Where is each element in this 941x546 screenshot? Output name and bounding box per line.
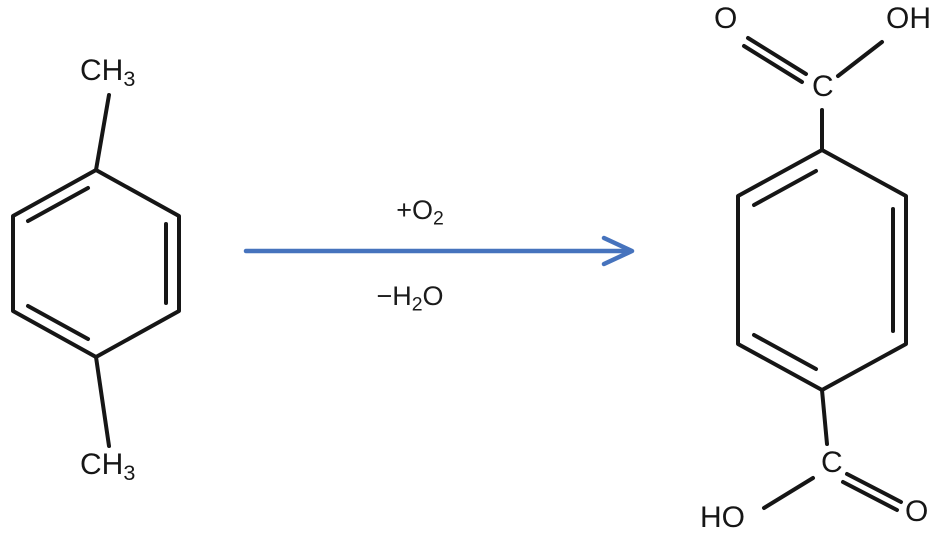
condition-oxidant-label: +O2: [396, 195, 444, 229]
product-terephthalic-acid-bonds: [736, 36, 908, 512]
byproduct-tail: O: [422, 281, 444, 311]
reactant-para-xylene-bonds: [11, 93, 181, 448]
oxidant-subscript: 2: [432, 207, 444, 230]
carbonyl-oxygen-label-bottom: O: [905, 497, 928, 527]
carbonyl-oxygen-label-top: O: [714, 4, 737, 34]
oxidant-base: +O: [396, 195, 433, 225]
bond-ring-to-methyl-bottom: [94, 355, 111, 448]
methyl-top-base: CH: [80, 54, 124, 87]
methyl-top-subscript: 3: [123, 66, 136, 92]
carbon-atom: C: [821, 446, 843, 479]
hydroxyl-label-bottom: HO: [700, 503, 745, 533]
bond-c-to-hydroxyl-bottom: [762, 476, 815, 510]
byproduct-base: −H: [376, 281, 412, 311]
double-bond-inner-bottomleft: [752, 333, 818, 371]
arrow-head: [601, 235, 635, 267]
carbonyl-double-bond-bottom-1: [845, 472, 903, 504]
methyl-label-top: CH3: [80, 54, 135, 90]
double-bond-inner-topleft: [26, 186, 90, 223]
benzene-ring-product: [736, 148, 908, 392]
oxygen-atom: O: [905, 495, 929, 528]
carbonyl-double-bond-bottom-2: [841, 480, 899, 512]
carbonyl-double-bond-top-1: [746, 36, 808, 76]
methyl-label-bottom: CH3: [80, 448, 135, 484]
hydroxyl-group: HO: [700, 501, 745, 534]
double-bond-inner-topleft: [752, 169, 818, 207]
methyl-bottom-base: CH: [80, 448, 124, 481]
benzene-ring-reactant: [11, 168, 181, 359]
bond-ring-to-carboxyl-bottom: [820, 388, 829, 446]
hydroxyl-group: OH: [886, 2, 931, 35]
methyl-bottom-subscript: 3: [123, 460, 136, 486]
oxygen-atom: O: [714, 2, 738, 35]
byproduct-subscript: 2: [411, 293, 423, 316]
carbon-atom: C: [812, 70, 834, 103]
bond-ring-to-methyl-top: [94, 93, 111, 172]
bond-c-to-hydroxyl-top: [836, 40, 884, 78]
carboxyl-carbon-label-bottom: C: [821, 448, 843, 478]
carboxyl-carbon-label-top: C: [812, 72, 834, 102]
reaction-arrow: [243, 235, 635, 267]
condition-byproduct-label: −H2O: [376, 281, 444, 315]
hydroxyl-label-top: OH: [886, 4, 931, 34]
carbonyl-double-bond-top-2: [742, 44, 804, 84]
double-bond-inner-bottomleft: [26, 304, 90, 341]
